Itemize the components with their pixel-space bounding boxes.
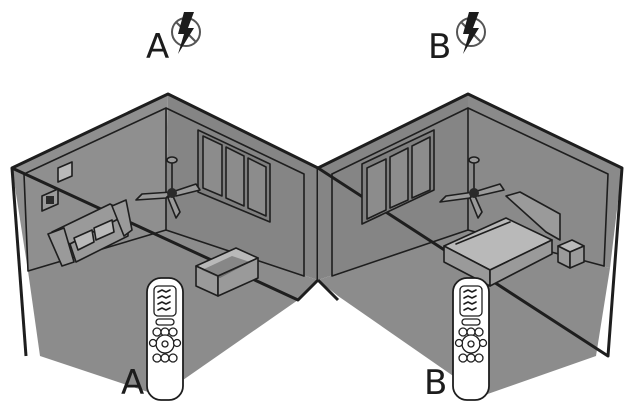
bed-b: [443, 191, 561, 287]
sofa-a: [47, 199, 133, 267]
room-a: [10, 92, 320, 396]
remote-b-label: B: [424, 363, 447, 403]
ceiling-fan-a: [135, 156, 201, 219]
room-a-label: A: [146, 27, 169, 67]
remote-a-label: A: [121, 363, 144, 403]
no-power-icon: [171, 12, 201, 54]
remote-control-b: [452, 277, 490, 401]
window-a: [197, 129, 271, 223]
room-b-label: B: [428, 27, 451, 67]
wall-switches-a: [41, 161, 73, 212]
nightstand-b: [557, 239, 585, 269]
no-power-icon: [456, 12, 486, 54]
window-b: [361, 129, 435, 225]
ceiling-fan-b: [439, 156, 505, 219]
table-a: [195, 247, 259, 297]
remote-control-a: [146, 277, 184, 401]
